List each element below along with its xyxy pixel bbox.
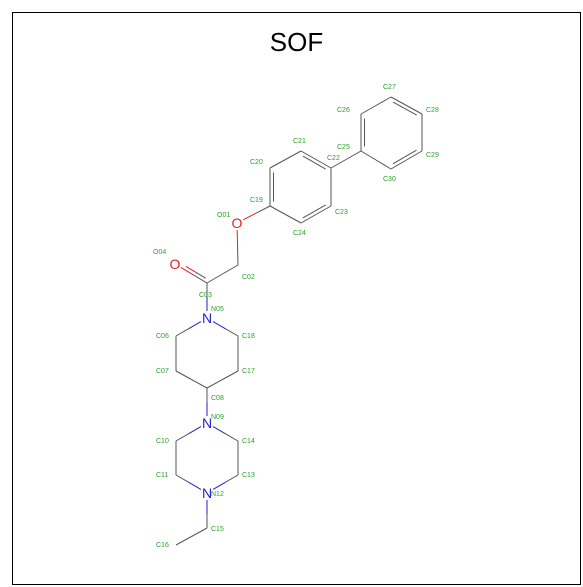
atom-label-N12: N12	[211, 491, 224, 498]
bond-C23-C24-double	[302, 211, 315, 219]
bond-C23-C24-double	[314, 204, 326, 212]
bond-C27-C28	[406, 105, 423, 115]
bond-C29-C30-double	[404, 149, 417, 158]
bond-C29-C30-double	[392, 156, 405, 165]
atom-label-C08: C08	[211, 395, 224, 402]
atom-label-C17: C17	[242, 368, 255, 375]
bond-C08-C17	[206, 379, 223, 389]
bond-C15-C16	[191, 527, 208, 537]
bond-C26-C27	[360, 105, 377, 115]
atom-label-O01: O01	[217, 212, 230, 219]
atom-label-C24: C24	[293, 230, 306, 237]
atom-symbol-N09: N	[202, 415, 212, 431]
atom-label-C02: C02	[242, 274, 255, 281]
atom-label-C25: C25	[337, 144, 350, 151]
atom-symbol-O04: O	[170, 256, 181, 272]
bond-C27-C28-double	[392, 101, 406, 110]
bond-C03-O04	[180, 267, 195, 276]
atom-label-C14: C14	[242, 438, 255, 445]
bond-C03-O04-double	[195, 271, 206, 279]
atom-label-C10: C10	[156, 438, 169, 445]
atom-label-C07: C07	[156, 368, 169, 375]
bond-C19-O01	[242, 212, 257, 221]
bond-C26-C27	[375, 96, 392, 106]
bond-C03-O04-double	[185, 265, 197, 273]
atom-label-C30: C30	[383, 176, 396, 183]
bond-N09-C10	[188, 426, 202, 435]
atom-label-C19: C19	[250, 197, 263, 204]
atom-label-C11: C11	[156, 472, 168, 479]
atom-label-C22: C22	[327, 155, 340, 162]
bond-C29-C30	[406, 150, 423, 161]
bond-C08-C17	[222, 370, 239, 380]
bond-C21-C22-double	[302, 155, 315, 163]
bond-C24-C19	[285, 214, 302, 224]
bond-C02-C03	[222, 264, 239, 275]
bond-C20-C21	[285, 150, 302, 160]
atom-label-C15: C15	[211, 526, 224, 533]
bond-C24-C19	[269, 205, 286, 215]
bond-C07-C08	[191, 379, 208, 389]
bond-C07-C08	[175, 370, 192, 380]
bond-C21-C22	[300, 150, 317, 160]
bond-C30-C25	[360, 150, 377, 161]
atom-label-C13: C13	[242, 472, 255, 479]
atom-label-C03: C03	[199, 292, 212, 299]
bond-N05-C06	[175, 328, 189, 337]
bond-C29-C30	[390, 159, 407, 170]
atom-symbol-O01: O	[232, 215, 243, 231]
bond-C11-N12	[175, 474, 189, 483]
bond-C22-C25	[330, 159, 347, 169]
bond-C15-C16	[175, 536, 192, 546]
bond-C20-C21	[269, 159, 286, 169]
atom-label-C28: C28	[426, 107, 439, 114]
bond-N09-C10	[175, 433, 189, 442]
bond-C18-N05	[212, 321, 226, 330]
atom-label-C27: C27	[383, 84, 396, 91]
atom-label-C26: C26	[337, 107, 350, 114]
bond-C02-C03	[206, 273, 223, 284]
atom-symbol-N12: N	[202, 485, 212, 501]
atom-label-N05: N05	[211, 306, 224, 313]
bond-C21-C22-double	[314, 162, 326, 170]
bond-C03-O04	[193, 274, 208, 284]
bond-C14-N09	[212, 426, 226, 435]
molecule-title: SOF	[269, 27, 324, 57]
bond-C11-N12	[188, 481, 202, 490]
atom-label-O04: O04	[153, 249, 166, 256]
bond-C23-C24	[315, 205, 332, 215]
bond-N05-C06	[188, 321, 202, 330]
bond-C27-C28	[390, 96, 407, 106]
bond-C14-N09	[225, 433, 239, 442]
bond-C18-N05	[225, 328, 239, 337]
atom-label-C21: C21	[293, 138, 306, 145]
atom-label-N09: N09	[211, 414, 224, 421]
bond-N12-C13	[212, 481, 226, 490]
bond-C19-O01	[256, 205, 271, 214]
bond-C30-C25	[375, 159, 392, 170]
bond-N12-C13	[225, 474, 239, 483]
bond-C27-C28-double	[404, 108, 417, 116]
atom-symbol-N05: N	[202, 310, 212, 326]
atom-label-C18: C18	[242, 333, 255, 340]
molecule-structure: OO01C02C03OO04NN05C06C07C08NN09C10C11NN1…	[153, 84, 439, 549]
atom-label-C29: C29	[426, 152, 439, 159]
atom-label-C20: C20	[250, 159, 263, 166]
atom-label-C23: C23	[335, 209, 348, 216]
bond-C23-C24	[300, 214, 317, 224]
bond-C21-C22	[315, 159, 332, 169]
atom-label-C16: C16	[156, 542, 169, 549]
bond-C22-C25	[345, 150, 362, 160]
atom-label-C06: C06	[156, 333, 169, 340]
